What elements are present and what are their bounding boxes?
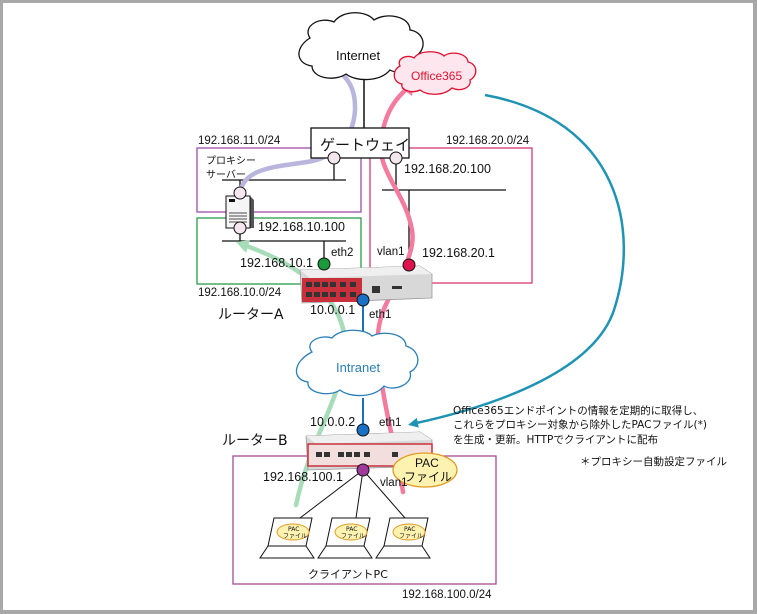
router-b-eth1-label: eth1: [379, 417, 401, 429]
router-a-eth1-ip: 10.0.0.1: [310, 303, 355, 317]
intranet-cloud: [295, 329, 419, 397]
gateway-port-ip: 192.168.20.100: [404, 162, 491, 176]
router-b-name: ルーターB: [222, 433, 288, 449]
router-b-vlan1-ip: 192.168.100.1: [263, 470, 343, 484]
router-a-device: [299, 265, 433, 304]
gateway-proxy-port: [327, 151, 341, 165]
proxy-server-icon: [225, 195, 254, 229]
office365-cloud-label: Office365: [411, 69, 462, 83]
client-pc-label: クライアントPC: [308, 568, 388, 581]
gateway-office-port: [389, 151, 403, 165]
router-a-eth2-ip: 192.168.10.1: [240, 256, 313, 270]
router-a-vlan1-port: [402, 258, 416, 272]
proxy-server-label-1: プロキシー: [206, 155, 256, 167]
office365-cloud: [393, 51, 477, 95]
router-b-pac-badge: [392, 452, 458, 488]
local-flow-arrowhead: [236, 240, 250, 253]
annotation-footnote: ＊プロキシー自動設定ファイル: [580, 455, 727, 468]
annotation-line-1: Office365エンドポイントの情報を定期的に取得し、: [453, 404, 703, 417]
router-a-eth2-port: [317, 257, 331, 271]
router-b-vlan1-port: [356, 463, 370, 477]
annotation-line-3: を生成・更新。HTTPでクライアントに配布: [453, 433, 658, 446]
router-b-pac-line1: PAC: [415, 456, 439, 470]
intranet-cloud-label: Intranet: [336, 360, 380, 375]
server-segment-box: [196, 217, 362, 285]
proxy-upper-port: [233, 186, 247, 200]
client-laptop: PAC ファイル: [259, 517, 315, 559]
office-segment-box: [369, 147, 533, 284]
svg-text:ファイル: ファイル: [399, 533, 423, 540]
svg-text:ファイル: ファイル: [283, 533, 307, 540]
router-b-eth1-ip: 10.0.0.2: [310, 415, 355, 429]
svg-text:PAC: PAC: [404, 526, 415, 533]
router-a-vlan1-label: vlan1: [377, 246, 405, 258]
router-a-name: ルーターA: [218, 307, 284, 323]
svg-text:PAC: PAC: [288, 526, 299, 533]
proxy-lower-port: [233, 221, 247, 235]
internet-cloud-label: Internet: [336, 48, 380, 63]
router-b-pac-line2: ファイル: [404, 470, 452, 484]
router-a-eth1-label: eth1: [369, 309, 391, 321]
router-b-eth1-port: [356, 423, 370, 437]
office-segment-label: 192.168.20.0/24: [446, 135, 530, 147]
proxy-segment-box: [196, 147, 362, 213]
annotation-line-2: これらをプロキシー対象から除外したPACファイル(*): [453, 418, 707, 431]
server-segment-label: 192.168.10.0/24: [198, 287, 282, 299]
router-a-eth1-port: [356, 293, 370, 307]
client-laptop: PAC ファイル: [375, 517, 431, 559]
proxy-segment-label: 192.168.11.0/24: [198, 135, 281, 147]
router-a-eth2-label: eth2: [331, 247, 353, 259]
gateway-label: ゲートウェイ: [320, 136, 410, 154]
proxy-server-ip: 192.168.10.100: [258, 220, 345, 234]
router-a-vlan1-ip: 192.168.20.1: [422, 246, 495, 260]
svg-text:ファイル: ファイル: [341, 533, 365, 540]
client-laptop: PAC ファイル: [317, 517, 373, 559]
proxy-server-label-2: サーバー: [206, 169, 246, 181]
svg-text:PAC: PAC: [346, 526, 357, 533]
router-b-vlan1-label: vlan1: [380, 477, 408, 489]
client-segment-label: 192.168.100.0/24: [402, 589, 492, 601]
pac-fetch-arrow: [408, 93, 625, 428]
